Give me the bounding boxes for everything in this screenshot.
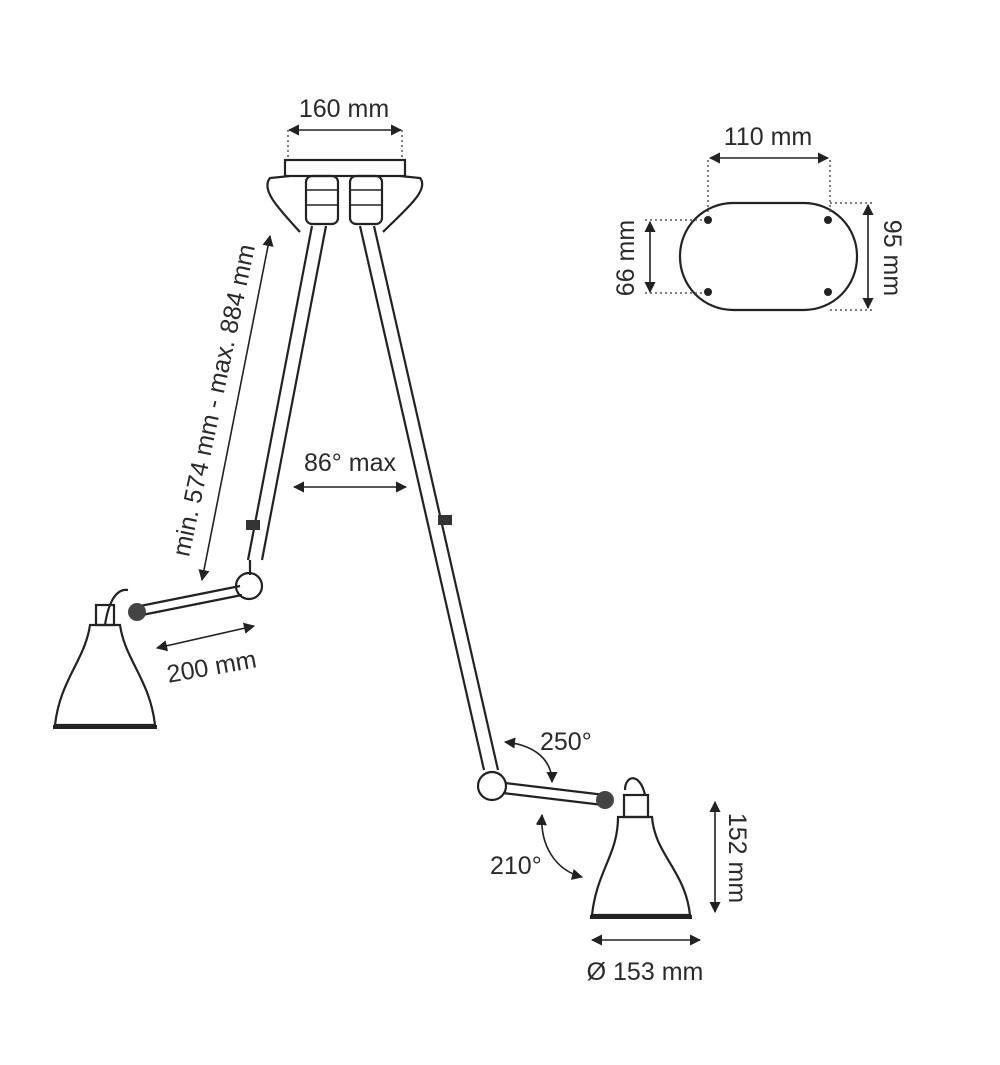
arm-angle-label: 86° max	[304, 449, 396, 477]
rotation-lower-label: 210°	[490, 852, 542, 880]
shade-height-label: 152 mm	[723, 813, 751, 903]
right-shade	[590, 777, 692, 919]
left-shade	[53, 588, 157, 729]
mount-width-label: 160 mm	[299, 95, 389, 123]
ceiling-mount	[266, 158, 424, 233]
right-arm	[358, 225, 614, 809]
hole-spacing-label: 66 mm	[612, 220, 640, 296]
base-length-label: 110 mm	[724, 123, 812, 151]
rotation-upper-label: 250°	[540, 728, 592, 756]
base-width-label: 95 mm	[878, 220, 906, 296]
arm-length-label: min. 574 mm - max. 884 mm	[167, 242, 261, 559]
shade-diameter-label: Ø 153 mm	[587, 958, 704, 986]
dimension-arrows	[155, 124, 874, 946]
base-plate	[645, 160, 875, 312]
shade-arm-label: 200 mm	[165, 645, 259, 688]
